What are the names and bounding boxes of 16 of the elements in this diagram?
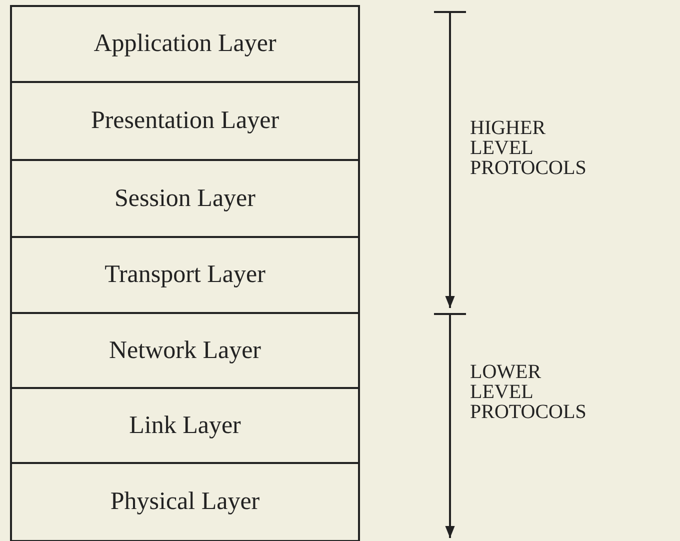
layer-box	[10, 81, 360, 161]
layer-box	[10, 312, 360, 389]
group-label: LOWER LEVEL PROTOCOLS	[470, 362, 586, 422]
layer-name: Application Layer	[94, 30, 276, 58]
layer-name: Transport Layer	[104, 261, 266, 289]
layer-box	[10, 5, 360, 83]
layer-box	[10, 236, 360, 314]
layer-box	[10, 159, 360, 238]
group-label: HIGHER LEVEL PROTOCOLS	[470, 118, 586, 178]
layer-box	[10, 462, 360, 541]
layer-name: Network Layer	[108, 336, 261, 364]
layer-name: Session Layer	[114, 184, 256, 212]
layer-box	[10, 387, 360, 464]
layer-name: Link Layer	[129, 412, 241, 440]
layer-name: Physical Layer	[110, 488, 260, 516]
layer-name: Presentation Layer	[90, 107, 280, 135]
